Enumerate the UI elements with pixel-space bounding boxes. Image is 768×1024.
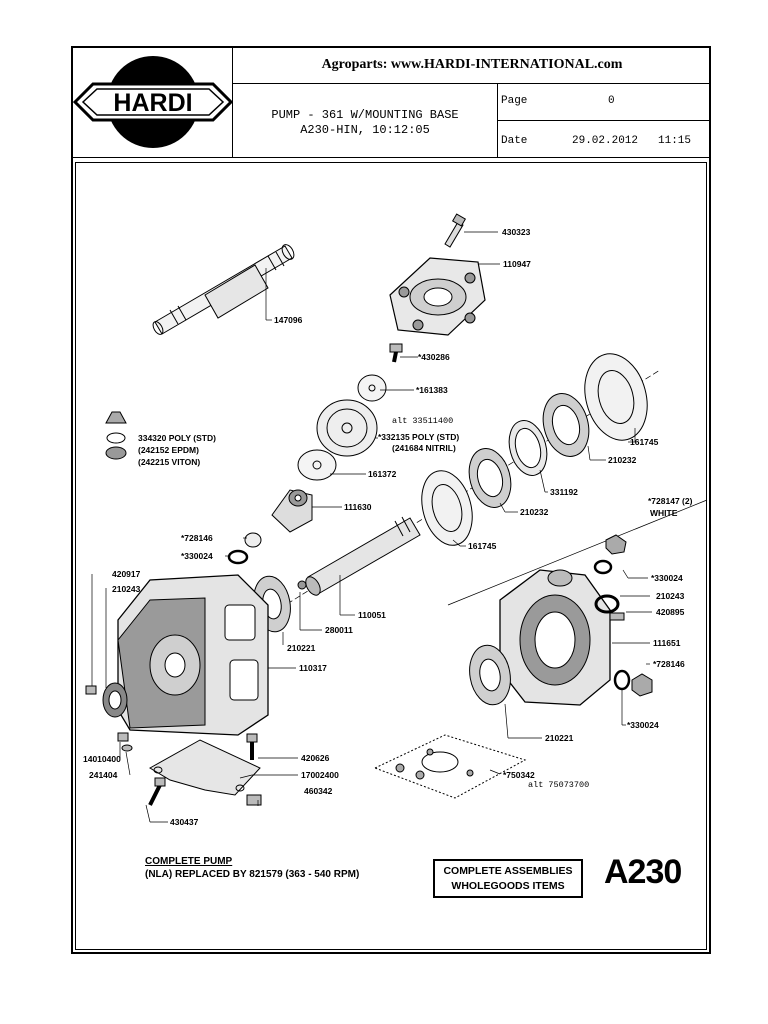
part-label: 161372	[368, 469, 397, 479]
complete-pump-note: COMPLETE PUMP (NLA) REPLACED BY 821579 (…	[145, 855, 359, 881]
part-label: 420917	[112, 569, 141, 579]
page-frame	[71, 46, 711, 954]
assemblies-line-2: WHOLEGOODS ITEMS	[451, 880, 565, 892]
part-label: *728146	[181, 533, 213, 543]
page-cell: Page 0	[498, 84, 711, 121]
part-label: 210243	[112, 584, 141, 594]
part-label: 420626	[301, 753, 330, 763]
part-label: *330024	[651, 573, 683, 583]
part-label: (241684 NITRIL)	[392, 443, 456, 453]
part-label: *750342	[503, 770, 535, 780]
part-label: 161745	[468, 541, 497, 551]
part-label: 210243	[656, 591, 685, 601]
part-label: *728147 (2)	[648, 496, 693, 506]
date-value: 29.02.2012	[572, 135, 639, 147]
part-label: 430437	[170, 817, 199, 827]
complete-pump-heading: COMPLETE PUMP	[145, 856, 233, 867]
title-line-2: A230-HIN, 10:12:05	[300, 123, 430, 137]
complete-assemblies-box: COMPLETE ASSEMBLIES WHOLEGOODS ITEMS	[433, 859, 583, 898]
part-label: *430286	[418, 352, 450, 362]
part-label: WHITE	[650, 508, 678, 518]
part-label: 161745	[630, 437, 659, 447]
part-label: 280011	[325, 625, 353, 635]
part-label: 210232	[520, 507, 549, 517]
page-value: 0	[608, 95, 615, 107]
part-label: *330024	[627, 720, 659, 730]
part-label: *332135 POLY (STD)	[378, 432, 460, 442]
part-label: 147096	[274, 315, 303, 325]
part-label: 210221	[545, 733, 574, 743]
alt-part-label: alt 33511400	[392, 416, 454, 426]
part-label: 331192	[550, 487, 578, 497]
page-code: A230	[604, 853, 682, 891]
document-title: PUMP - 361 W/MOUNTING BASE A230-HIN, 10:…	[233, 84, 498, 158]
title-line-1: PUMP - 361 W/MOUNTING BASE	[271, 108, 459, 122]
part-label: 460342	[304, 786, 333, 796]
part-label: 110051	[358, 610, 386, 620]
part-label: (242215 VITON)	[138, 457, 201, 467]
replacement-note: (NLA) REPLACED BY 821579 (363 - 540 RPM)	[145, 869, 360, 880]
part-label: 111651	[653, 638, 681, 648]
part-label: *161383	[416, 385, 448, 395]
hardi-logo: HARDI	[72, 56, 233, 148]
part-label: *330024	[181, 551, 213, 561]
part-label: 241404	[89, 770, 118, 780]
website-banner: Agroparts: www.HARDI-INTERNATIONAL.com	[233, 46, 711, 84]
diagram-frame	[75, 162, 707, 950]
part-label: 110947	[503, 259, 531, 269]
part-label: 111630	[344, 502, 372, 512]
date-label: Date	[501, 135, 528, 147]
date-cell: Date 29.02.2012 11:15	[498, 121, 711, 158]
part-label: 110317	[299, 663, 327, 673]
logo-text: HARDI	[113, 89, 192, 117]
part-label: 430323	[502, 227, 531, 237]
page-label: Page	[501, 95, 528, 107]
part-label: 210232	[608, 455, 637, 465]
part-label: 14010400	[83, 754, 121, 764]
assemblies-line-1: COMPLETE ASSEMBLIES	[443, 865, 573, 877]
part-label: 210221	[287, 643, 316, 653]
part-label: *728146	[653, 659, 685, 669]
part-label: 17002400	[301, 770, 339, 780]
part-label: 334320 POLY (STD)	[138, 433, 216, 443]
hardi-logo-cell: HARDI	[71, 46, 233, 158]
part-label: 420895	[656, 607, 685, 617]
time-value: 11:15	[658, 135, 692, 147]
part-label: (242152 EPDM)	[138, 445, 199, 455]
alt-part-label: alt 75073700	[528, 780, 590, 790]
